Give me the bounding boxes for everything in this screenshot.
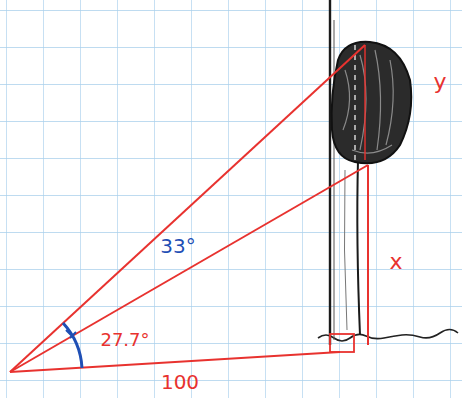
trunk-line xyxy=(357,160,360,335)
variable-label: x xyxy=(389,251,402,273)
height-line xyxy=(367,165,369,345)
sight-line xyxy=(10,165,368,372)
height-line xyxy=(364,45,365,160)
sight-line xyxy=(10,45,365,372)
angle-arc xyxy=(63,323,82,368)
angle-label: 27.7° xyxy=(100,331,149,349)
trunk-shade xyxy=(334,20,335,340)
tree-foliage xyxy=(332,42,412,163)
dashed-line xyxy=(354,45,355,160)
foliage-scribble xyxy=(343,50,393,153)
angle-tick xyxy=(66,330,76,338)
base-line xyxy=(10,352,340,372)
angle-label: 33° xyxy=(160,236,195,256)
right-angle-box xyxy=(330,334,354,352)
ground-line xyxy=(318,330,458,342)
trunk-shade xyxy=(344,170,347,330)
dimension-label: 100 xyxy=(161,372,199,392)
variable-label: y xyxy=(433,71,446,93)
trunk-line xyxy=(329,0,331,345)
